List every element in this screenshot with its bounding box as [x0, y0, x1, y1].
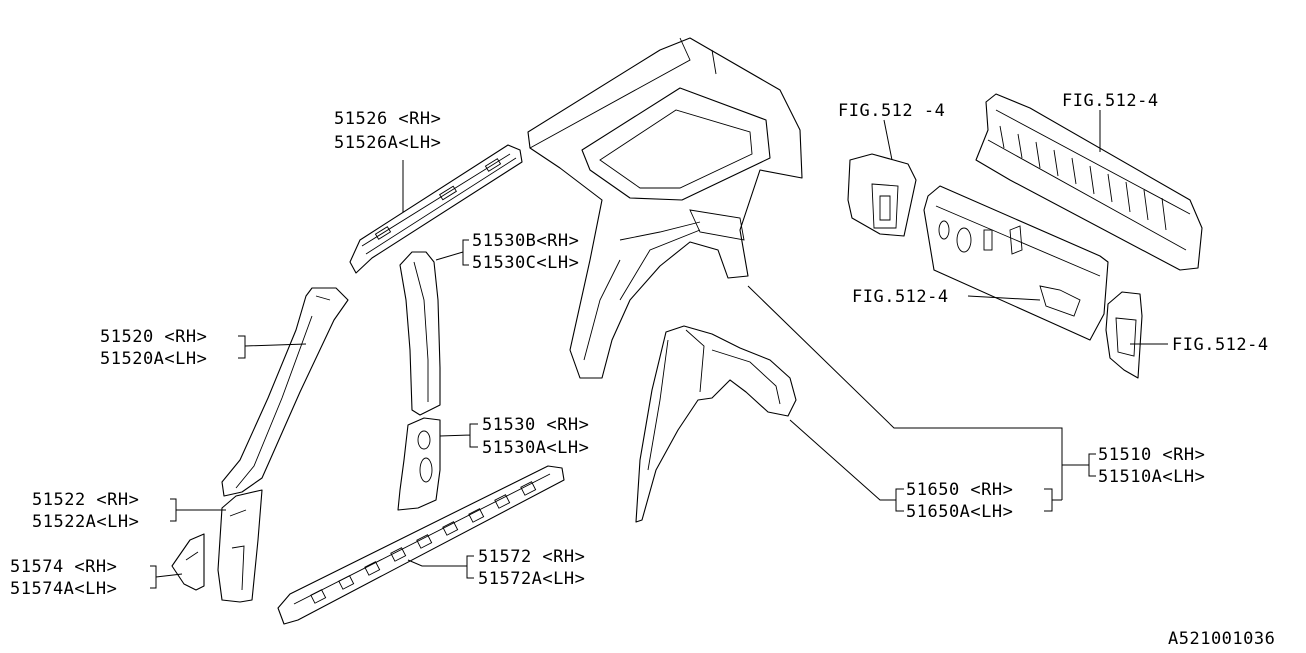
part-51574-gusset[interactable]	[171, 533, 205, 591]
label-51572-lh: 51572A<LH>	[478, 569, 585, 589]
label-fig-ref-1: FIG.512 -4	[838, 101, 945, 121]
part-fig512-rear-panel-upper[interactable]	[975, 93, 1203, 271]
leader-lines	[150, 110, 1168, 589]
label-51526-lh: 51526A<LH>	[334, 133, 441, 153]
label-51510-rh: 51510 <RH>	[1098, 445, 1205, 465]
part-51530-pillar-lower[interactable]	[397, 417, 441, 511]
label-fig-ref-4: FIG.512-4	[1172, 335, 1269, 355]
label-51572-rh: 51572 <RH>	[478, 547, 585, 567]
label-51522-rh: 51522 <RH>	[32, 490, 139, 510]
part-51522-pillar-lower[interactable]	[217, 489, 263, 603]
part-fig512-bracket-left[interactable]	[847, 153, 917, 237]
diagram-id: A521001036	[1168, 629, 1275, 649]
label-51526-rh: 51526 <RH>	[334, 109, 441, 129]
part-51572-sill[interactable]	[277, 465, 565, 625]
label-fig-ref-2: FIG.512-4	[1062, 91, 1159, 111]
label-fig-ref-3: FIG.512-4	[852, 287, 949, 307]
label-51520-lh: 51520A<LH>	[100, 349, 207, 369]
label-51650-lh: 51650A<LH>	[906, 502, 1013, 522]
part-labels: 51526 <RH> 51526A<LH> 51530B<RH> 51530C<…	[10, 91, 1275, 649]
part-51530b-pillar[interactable]	[399, 251, 441, 416]
part-51526-rail[interactable]	[349, 144, 523, 274]
part-fig512-bracket-right[interactable]	[1105, 291, 1143, 379]
label-51530-lh: 51530A<LH>	[482, 438, 589, 458]
label-51520-rh: 51520 <RH>	[100, 327, 207, 347]
label-51510-lh: 51510A<LH>	[1098, 467, 1205, 487]
part-51520-pillar[interactable]	[221, 287, 349, 497]
part-51510-quarter-inner[interactable]	[527, 37, 803, 379]
label-51574-rh: 51574 <RH>	[10, 557, 117, 577]
label-51650-rh: 51650 <RH>	[906, 480, 1013, 500]
label-51522-lh: 51522A<LH>	[32, 512, 139, 532]
label-51530b-rh: 51530B<RH>	[472, 231, 579, 251]
part-fig512-rear-panel-lower[interactable]	[923, 185, 1109, 341]
label-51530c-lh: 51530C<LH>	[472, 253, 579, 273]
part-51650-wheel-housing[interactable]	[635, 325, 797, 523]
label-51530-rh: 51530 <RH>	[482, 415, 589, 435]
label-51574-lh: 51574A<LH>	[10, 579, 117, 599]
